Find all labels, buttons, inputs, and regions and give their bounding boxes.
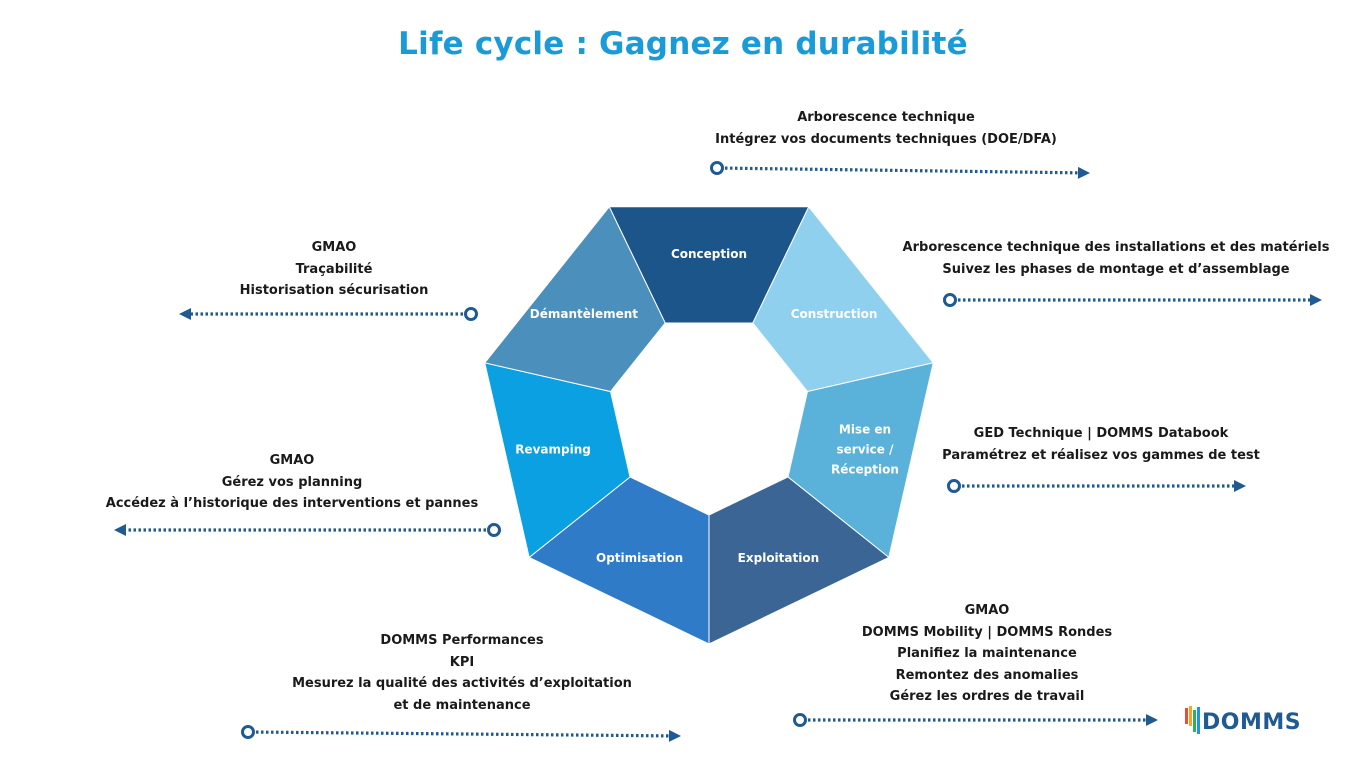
arrowhead-icon <box>1077 166 1090 179</box>
segment-7 <box>483 205 666 393</box>
connector-dot-icon <box>793 713 807 727</box>
connector-dot-icon <box>464 307 478 321</box>
arrowhead-icon <box>1310 294 1322 306</box>
arrowhead-icon <box>1234 480 1246 492</box>
arrowhead-icon <box>1146 714 1158 726</box>
segment-label: Conception <box>671 247 747 261</box>
dotted-line <box>255 730 672 738</box>
callout-line: Remontez des anomalies <box>895 667 1079 683</box>
callout-line: GMAO <box>311 240 357 255</box>
callout-line: Accédez à l’historique des interventions… <box>105 496 479 511</box>
callout-demantelement: GMAO Traçabilité Historisation sécurisat… <box>240 237 429 302</box>
arrowhead-icon <box>179 308 191 320</box>
callout-line: KPI <box>449 654 475 670</box>
callout-line: Arborescence technique des installations… <box>902 240 1330 255</box>
logo-bar <box>1185 708 1188 724</box>
callout-construction: Arborescence technique des installations… <box>903 237 1330 280</box>
logo-text: DOMMS <box>1202 710 1302 735</box>
connector-dot-icon <box>947 479 961 493</box>
callout-conception: Arborescence technique Intégrez vos docu… <box>715 107 1057 150</box>
logo-bar <box>1197 707 1200 734</box>
callout-line: Intégrez vos documents techniques (DOE/D… <box>715 131 1057 147</box>
connector-dot-icon <box>710 161 724 175</box>
dotted-line <box>724 166 1081 175</box>
callout-line: GED Technique | DOMMS Databook <box>973 426 1229 441</box>
page-title: Life cycle : Gagnez en durabilité <box>398 26 968 62</box>
callout-line: Paramétrez et réalisez vos gammes de tes… <box>942 447 1260 463</box>
arrow-mise-en-service <box>947 479 1246 493</box>
segment-label: Revamping <box>515 443 591 457</box>
callout-optimisation: DOMMS Performances KPI Mesurez la qualit… <box>292 630 632 716</box>
callout-line: Gérez vos planning <box>221 474 363 490</box>
arrowhead-icon <box>114 524 126 536</box>
arrow-revamping <box>114 523 501 537</box>
logo-bar <box>1189 706 1192 726</box>
callout-line: et de maintenance <box>393 697 531 713</box>
callout-line: Historisation sécurisation <box>239 283 429 298</box>
arrow-demantelement <box>179 307 478 321</box>
arrow-exploitation <box>793 713 1158 727</box>
connector-dot-icon <box>241 725 255 739</box>
callout-line: Mesurez la qualité des activités d’explo… <box>292 676 632 691</box>
arrow-conception <box>710 161 1090 179</box>
segment-label: Démantèlement <box>530 307 639 321</box>
connector-arrows <box>114 161 1322 742</box>
callout-exploitation: GMAO DOMMS Mobility | DOMMS Rondes Plani… <box>862 600 1112 708</box>
callout-line: Planifiez la maintenance <box>897 646 1077 661</box>
logo-bar <box>1193 710 1196 732</box>
callout-mise-en-service: GED Technique | DOMMS Databook Paramétre… <box>942 423 1260 466</box>
callout-revamping: GMAO Gérez vos planning Accédez à l’hist… <box>106 450 478 515</box>
arrow-optimisation <box>241 725 681 742</box>
connector-dot-icon <box>943 293 957 307</box>
callout-line: DOMMS Mobility | DOMMS Rondes <box>861 624 1113 640</box>
callout-line: GMAO <box>964 603 1010 618</box>
callout-line: GMAO <box>269 453 315 468</box>
callout-line: DOMMS Performances <box>380 633 544 648</box>
segment-label: Construction <box>791 307 878 321</box>
callout-line: Traçabilité <box>295 261 373 277</box>
arrowhead-icon <box>668 729 681 742</box>
domms-logo: DOMMS <box>1184 704 1301 740</box>
segment-label: Optimisation <box>596 551 683 565</box>
arrow-construction <box>943 293 1322 307</box>
callout-line: Gérez les ordres de travail <box>889 689 1085 704</box>
connector-dot-icon <box>487 523 501 537</box>
callout-line: Suivez les phases de montage et d’assemb… <box>942 261 1290 277</box>
callout-line: Arborescence technique <box>797 110 975 125</box>
lifecycle-donut <box>483 205 935 645</box>
segment-label: Exploitation <box>738 551 819 565</box>
logo-bars-icon <box>1185 706 1200 734</box>
